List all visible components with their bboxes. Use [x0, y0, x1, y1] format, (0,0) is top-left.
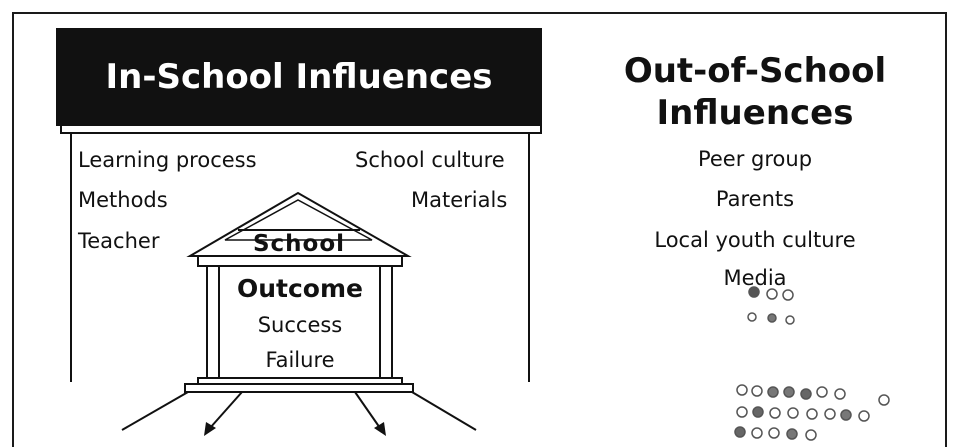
diagram-frame	[12, 12, 947, 447]
arrow-right-head	[374, 422, 386, 436]
out-of-school-item-local-youth-culture: Local youth culture	[654, 228, 856, 252]
arrow-right	[354, 391, 381, 429]
arrow-left	[209, 391, 243, 429]
school-left-column	[206, 265, 220, 379]
out-of-school-item-peer-group: Peer group	[697, 147, 813, 171]
out-of-school-title: Out-of-School Influences	[623, 51, 887, 133]
school-roof-label: School	[252, 231, 346, 257]
in-school-item-learning-process: Learning process	[78, 148, 257, 172]
outcome-title: Outcome	[236, 274, 363, 303]
arrow-left-head	[204, 422, 216, 436]
outcome-item-success: Success	[257, 313, 343, 337]
out-of-school-item-parents: Parents	[715, 187, 795, 211]
in-school-box	[70, 134, 530, 382]
school-right-column	[379, 265, 393, 379]
school-base-step-bottom	[184, 383, 414, 393]
in-school-title: In-School Influences	[56, 28, 542, 126]
decorative-circles	[734, 286, 890, 441]
in-school-title-ledge	[60, 126, 542, 134]
arrow-line-far-left	[121, 391, 189, 431]
arrow-line-far-right	[411, 391, 477, 431]
in-school-item-methods: Methods	[78, 188, 168, 212]
school-entablature	[197, 255, 403, 267]
out-of-school-item-media: Media	[723, 266, 787, 290]
in-school-item-school-culture: School culture	[355, 148, 505, 172]
in-school-item-materials: Materials	[411, 188, 508, 212]
outcome-item-failure: Failure	[265, 348, 335, 372]
in-school-item-teacher: Teacher	[78, 229, 160, 253]
